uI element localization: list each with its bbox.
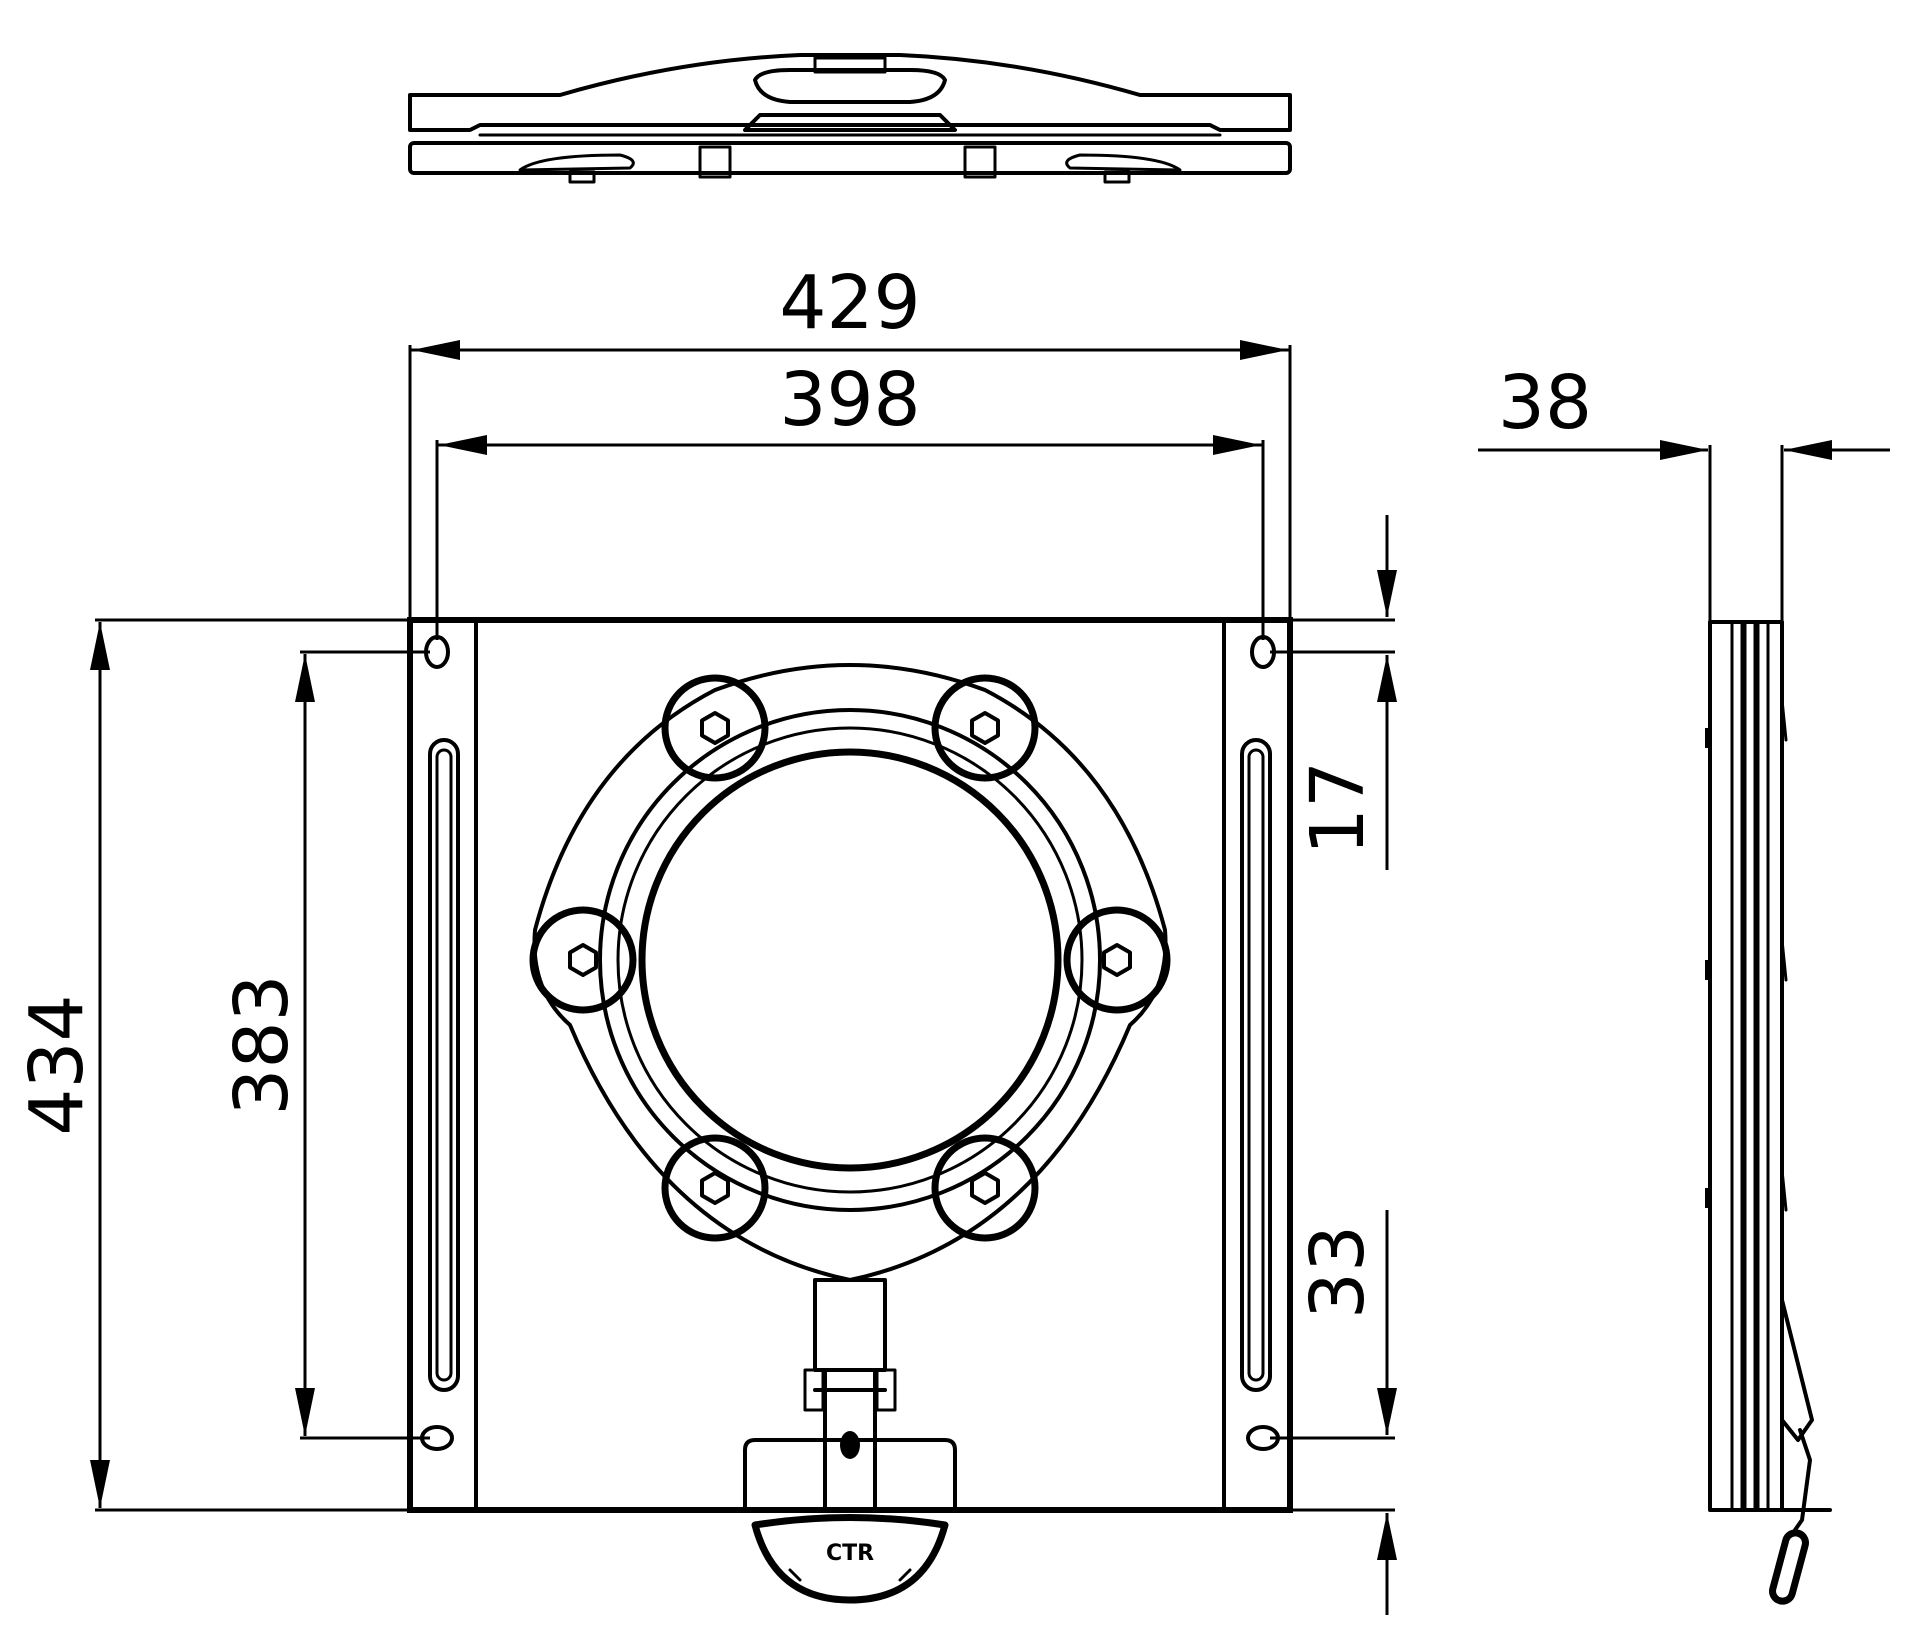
top-view-upper-plate — [408, 53, 1292, 132]
mount-hole-top-left — [424, 635, 450, 669]
dim-38-label: 38 — [1498, 360, 1592, 446]
front-view: CTR — [407, 617, 1293, 1604]
hex-bolt-icon — [700, 711, 730, 745]
center-opening — [638, 748, 1062, 1172]
slot-right — [1240, 738, 1272, 1392]
hex-bolt-icon — [970, 711, 1000, 745]
bolt-2 — [931, 674, 1039, 782]
side-nub-1 — [1705, 728, 1711, 748]
dim-434-label: 434 — [14, 994, 100, 1135]
top-view-nut-2 — [963, 145, 997, 179]
dim-398-label: 398 — [779, 357, 920, 443]
top-view — [408, 53, 1292, 184]
bolt-1 — [661, 674, 769, 782]
mount-hole-bottom-right — [1246, 1425, 1280, 1451]
side-view-lever-arm — [1793, 1428, 1812, 1532]
dim-hole-spacing-width: 398 — [435, 357, 1265, 640]
dim-depth: 38 — [1478, 360, 1890, 625]
dim-overall-width: 429 — [408, 260, 1292, 620]
lever-handle — [751, 1514, 949, 1604]
bolt-3 — [529, 906, 637, 1014]
release-lever: CTR — [743, 1278, 957, 1604]
side-nub-2 — [1705, 960, 1711, 980]
ctr-logo: CTR — [826, 1541, 874, 1566]
mount-hole-bottom-left — [420, 1425, 454, 1451]
top-view-lower-plate — [408, 141, 1292, 175]
hex-bolt-icon — [568, 943, 598, 977]
dim-429-label: 429 — [779, 260, 920, 346]
side-nub-3 — [1705, 1188, 1711, 1208]
slot-right-inner — [1247, 748, 1265, 1382]
dim-33-label: 33 — [1295, 1225, 1381, 1319]
hex-bolt-icon — [700, 1171, 730, 1205]
swivel-ring-groove — [616, 726, 1084, 1194]
dim-bottom-offset: 33 — [1270, 1210, 1397, 1615]
lever-neck — [813, 1278, 887, 1372]
lever-base-plate — [743, 1438, 957, 1512]
lever-pin — [840, 1431, 860, 1459]
hex-bolt-icon — [970, 1171, 1000, 1205]
dim-top-offset: 17 — [1270, 515, 1397, 870]
top-view-bolt-1 — [568, 170, 596, 184]
bolt-5 — [661, 1134, 769, 1242]
dim-17-label: 17 — [1295, 761, 1381, 855]
dim-overall-height: 434 — [14, 618, 410, 1512]
side-view-rail-2 — [1743, 620, 1757, 1512]
top-view-bolt-2 — [1103, 170, 1131, 184]
side-view-rail-3 — [1756, 620, 1770, 1512]
side-view — [1705, 620, 1832, 1605]
top-view-foot-left — [518, 153, 635, 172]
top-view-foot-right — [1065, 153, 1182, 172]
side-view-handle — [1769, 1529, 1809, 1605]
mount-hole-top-right — [1250, 635, 1276, 669]
bolt-4 — [1063, 906, 1171, 1014]
slot-left — [428, 738, 460, 1392]
top-view-nut-1 — [698, 145, 732, 179]
dim-383-label: 383 — [219, 974, 305, 1115]
swivel-ring-outer — [598, 708, 1102, 1212]
bolt-6 — [931, 1134, 1039, 1242]
hex-bolt-icon — [1102, 943, 1132, 977]
side-view-rail-1 — [1730, 620, 1744, 1512]
top-view-handle — [753, 68, 947, 104]
side-view-lever — [1780, 1298, 1814, 1442]
dim-hole-spacing-height: 383 — [219, 650, 430, 1440]
slot-left-inner — [435, 748, 453, 1382]
top-view-swivel-base — [743, 113, 957, 132]
top-view-handle-top — [813, 56, 887, 74]
